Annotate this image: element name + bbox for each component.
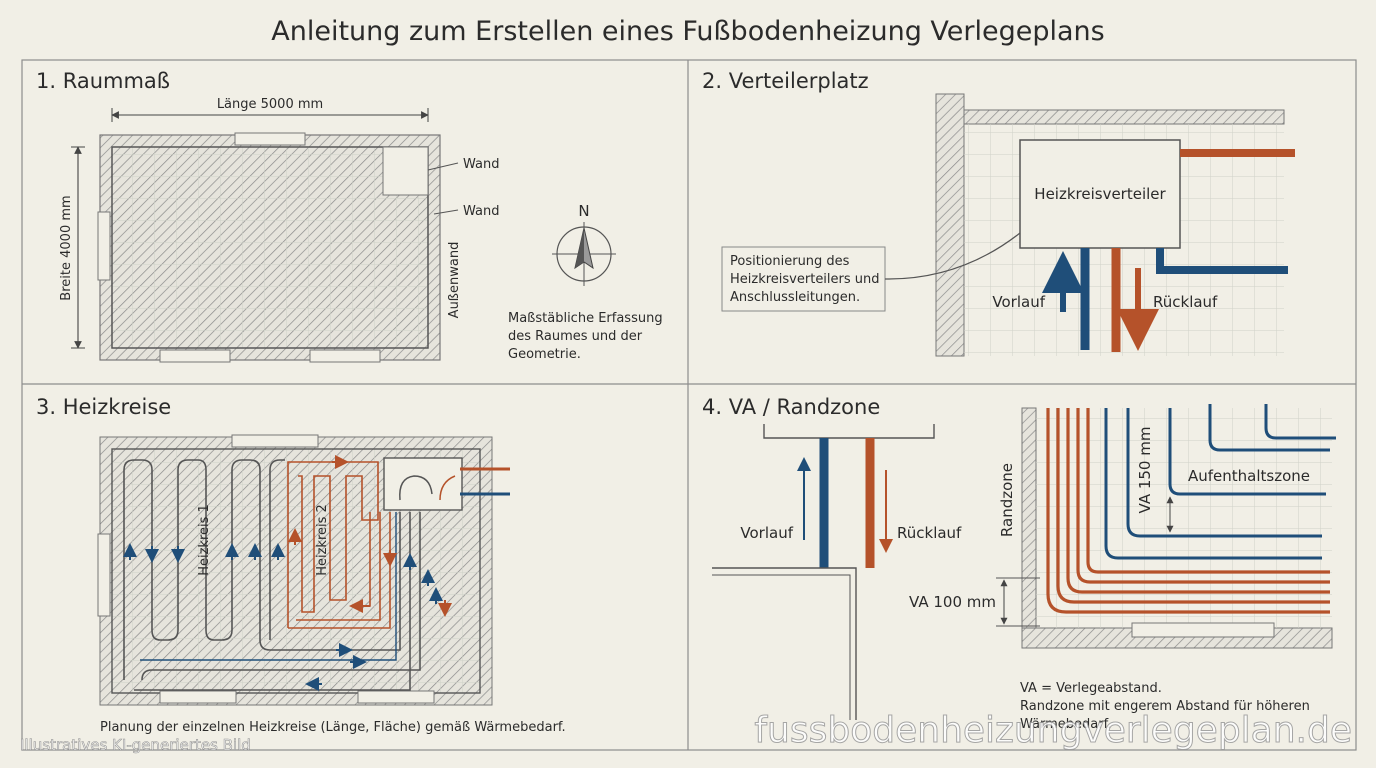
window-bottom-1 xyxy=(159,349,231,363)
callout-line2: Heizkreisverteilers und xyxy=(730,272,880,287)
panel1-heading: 1. Raummaß xyxy=(36,69,170,93)
window-top xyxy=(234,132,306,146)
panel-heating-circuits: 3. Heizkreise xyxy=(36,395,566,735)
edge-wall-vertical xyxy=(1021,407,1037,649)
panel4-ruecklauf-label: Rücklauf xyxy=(897,524,962,542)
panel4-note-line3: Wärmebedarf. xyxy=(1020,717,1111,732)
panel3-heading: 3. Heizkreise xyxy=(36,395,171,419)
circuit1-label: Heizkreis 1 xyxy=(197,504,212,576)
width-label: Breite 4000 mm xyxy=(59,195,74,300)
wall-label-2: Wand xyxy=(463,204,499,219)
length-label: Länge 5000 mm xyxy=(217,97,323,112)
circuit2-label: Heizkreis 2 xyxy=(315,504,330,576)
wall-section xyxy=(763,424,935,439)
living-zone-pipes xyxy=(1104,404,1336,560)
manifold-box xyxy=(1019,139,1181,249)
panel-room-dimensions: 1. Raummaß Länge 5000 mm Breite 4000 mm … xyxy=(36,69,663,363)
ai-disclaimer-watermark: Illustratives KI-generiertes Bild xyxy=(20,736,251,754)
wall-label-1: Wand xyxy=(463,157,499,172)
panel4-note-line1: VA = Verlegeabstand. xyxy=(1020,681,1162,696)
panel1-desc-line3: Geometrie. xyxy=(508,347,581,362)
panel1-desc-line2: des Raumes und der xyxy=(508,329,643,344)
va100-label: VA 100 mm xyxy=(909,593,996,611)
room-floor-grid xyxy=(111,146,429,349)
outer-wall-label: Außenwand xyxy=(447,242,462,319)
callout-leader xyxy=(884,232,1021,280)
panel4-note-line2: Randzone mit engerem Abstand für höheren xyxy=(1020,699,1310,714)
panel-manifold-position: 2. Verteilerplatz Heizkreisverteiler Vor… xyxy=(702,69,1295,357)
panel1-desc-line1: Maßstäbliche Erfassung xyxy=(508,311,663,326)
panel4-heading: 4. VA / Randzone xyxy=(702,395,880,419)
panel4-vorlauf-label: Vorlauf xyxy=(740,524,793,542)
compass-icon: N xyxy=(552,202,616,286)
panel2-heading: 2. Verteilerplatz xyxy=(702,69,869,93)
wall-horizontal xyxy=(963,109,1285,125)
circuit-manifold xyxy=(383,457,463,511)
callout-line1: Positionierung des xyxy=(730,254,850,269)
edge-zone-label: Randzone xyxy=(998,463,1016,537)
window-bottom-2 xyxy=(309,349,381,363)
heizkreis1-pipe xyxy=(123,459,401,680)
callout-box xyxy=(721,246,886,312)
window-left xyxy=(97,211,111,281)
vorlauf-label: Vorlauf xyxy=(992,293,1045,311)
panel-spacing-edge-zone: 4. VA / Randzone Vorlauf Rücklauf xyxy=(702,395,1336,732)
site-watermark: fussbodenheizungverlegeplan.de xyxy=(754,710,1352,751)
panel-frame xyxy=(21,59,1357,751)
callout-line3: Anschlussleitungen. xyxy=(730,290,860,305)
living-zone-label: Aufenthaltszone xyxy=(1188,467,1310,485)
vorlauf-pipe-right xyxy=(1156,248,1288,274)
page-title: Anleitung zum Erstellen eines Fußbodenhe… xyxy=(271,16,1104,47)
door-threshold xyxy=(1131,622,1275,638)
compass-north-label: N xyxy=(578,202,589,220)
edge-zone-pipes xyxy=(1046,408,1330,614)
ruecklauf-label: Rücklauf xyxy=(1153,293,1218,311)
room-niche xyxy=(382,146,429,196)
va150-label: VA 150 mm xyxy=(1136,427,1154,514)
wall-vertical xyxy=(935,93,965,357)
manifold-label: Heizkreisverteiler xyxy=(1034,185,1166,203)
panel3-caption: Planung der einzelnen Heizkreise (Länge,… xyxy=(100,720,566,735)
